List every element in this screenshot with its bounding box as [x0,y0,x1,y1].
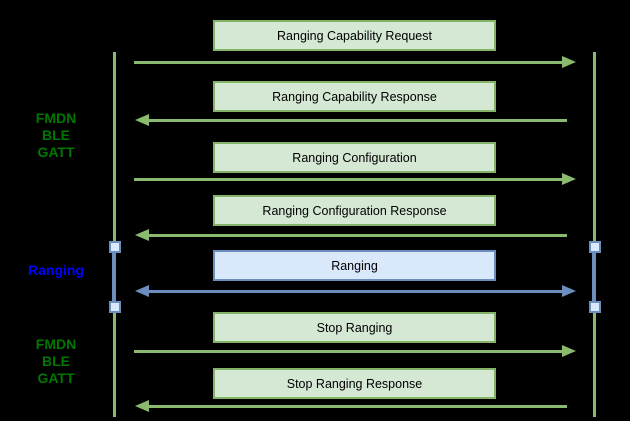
arrowhead-left-icon [135,285,149,297]
lifeline-right [593,52,596,417]
activation-endpoint-square [109,241,121,253]
arrow-line-ranging-bidirectional [149,290,563,293]
arrow-line-configuration-response [149,234,567,237]
activation-bar-left [112,247,116,307]
message-box-ranging-configuration: Ranging Configuration [213,142,496,173]
arrow-line-stop-ranging [134,350,563,353]
arrowhead-left-icon [135,114,149,126]
arrow-line-stop-ranging-response [149,405,567,408]
phase-label-ranging: Ranging [28,262,84,278]
arrowhead-right-icon [562,56,576,68]
message-box-stop-ranging: Stop Ranging [213,312,496,343]
activation-endpoint-square [109,301,121,313]
message-box-ranging-configuration-response: Ranging Configuration Response [213,195,496,226]
activation-bar-right [592,247,596,307]
arrowhead-right-icon [562,345,576,357]
lifeline-left [113,52,116,417]
phase-label-fmdn-ble-gatt-top: FMDN BLE GATT [35,110,77,160]
message-box-stop-ranging-response: Stop Ranging Response [213,368,496,399]
arrow-line-configuration [134,178,563,181]
activation-endpoint-square [589,301,601,313]
arrowhead-left-icon [135,400,149,412]
arrow-line-capability-response [149,119,567,122]
message-box-ranging-capability-response: Ranging Capability Response [213,81,496,112]
phase-label-fmdn-ble-gatt-bottom: FMDN BLE GATT [35,336,77,386]
arrowhead-right-icon [562,285,576,297]
activation-endpoint-square [589,241,601,253]
arrowhead-right-icon [562,173,576,185]
arrow-line-capability-request [134,61,563,64]
arrowhead-left-icon [135,229,149,241]
message-box-ranging-capability-request: Ranging Capability Request [213,20,496,51]
message-box-ranging: Ranging [213,250,496,281]
